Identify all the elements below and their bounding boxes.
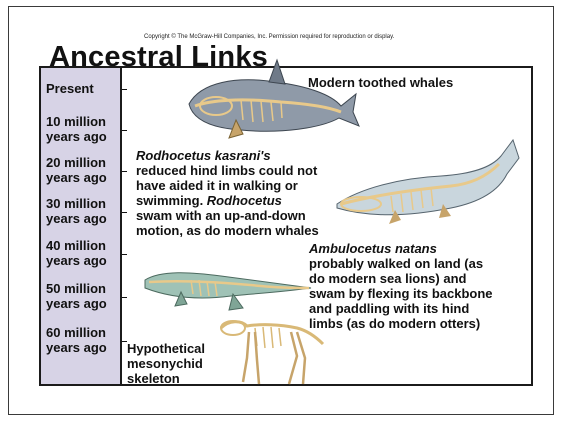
mesonychid-skeleton-illustration [219, 314, 329, 388]
rodhocetus-text-line: reduced hind limbs could not [136, 163, 319, 178]
mesonychid-text-line: mesonychid [127, 356, 205, 371]
timeline-label-30: 30 million years ago [46, 196, 107, 226]
timeline-tick [122, 297, 127, 298]
timeline-tick [122, 89, 127, 90]
timeline-tick [122, 254, 127, 255]
caption-mesonychid: Hypothetical mesonychid skeleton [127, 341, 205, 386]
rodhocetus-text-line: motion, as do modern whales [136, 223, 319, 238]
ambulocetus-text-line: limbs (as do modern otters) [309, 316, 493, 331]
ambulocetus-text-line: and paddling with its hind [309, 301, 493, 316]
rodhocetus-genus-name: Rodhocetus [207, 193, 282, 208]
copyright-notice: Copyright © The McGraw-Hill Companies, I… [144, 34, 394, 40]
diagram-panel: Present 10 million years ago 20 million … [39, 66, 533, 386]
ambulocetus-text-line: swam by flexing its backbone [309, 286, 493, 301]
caption-ambulocetus: Ambulocetus natans probably walked on la… [309, 241, 493, 331]
ambulocetus-species-name: Ambulocetus natans [309, 241, 437, 256]
rodhocetus-text-line: have aided it in walking or [136, 178, 319, 193]
timeline-label-60: 60 million years ago [46, 325, 107, 355]
timeline-tick [122, 171, 127, 172]
rodhocetus-illustration [331, 138, 531, 228]
timeline-label-present: Present [46, 81, 94, 96]
rodhocetus-text-line: swam with an up-and-down [136, 208, 319, 223]
timeline-label-40: 40 million years ago [46, 238, 107, 268]
ambulocetus-text-line: probably walked on land (as [309, 256, 493, 271]
timeline-label-50: 50 million years ago [46, 281, 107, 311]
mesonychid-text-line: Hypothetical [127, 341, 205, 356]
ambulocetus-illustration [141, 258, 316, 318]
caption-rodhocetus: Rodhocetus kasrani's reduced hind limbs … [136, 148, 319, 238]
timeline-label-10: 10 million years ago [46, 114, 107, 144]
modern-whale-illustration [181, 54, 361, 144]
timeline-tick [122, 212, 127, 213]
rodhocetus-species-name: Rodhocetus kasrani's [136, 148, 271, 163]
timeline-tick [122, 130, 127, 131]
timeline-column: Present 10 million years ago 20 million … [41, 68, 122, 384]
mesonychid-text-line: skeleton [127, 371, 205, 386]
timeline-label-20: 20 million years ago [46, 155, 107, 185]
rodhocetus-text-line: swimming. [136, 193, 207, 208]
ambulocetus-text-line: do modern sea lions) and [309, 271, 493, 286]
caption-modern-whales: Modern toothed whales [308, 75, 453, 90]
